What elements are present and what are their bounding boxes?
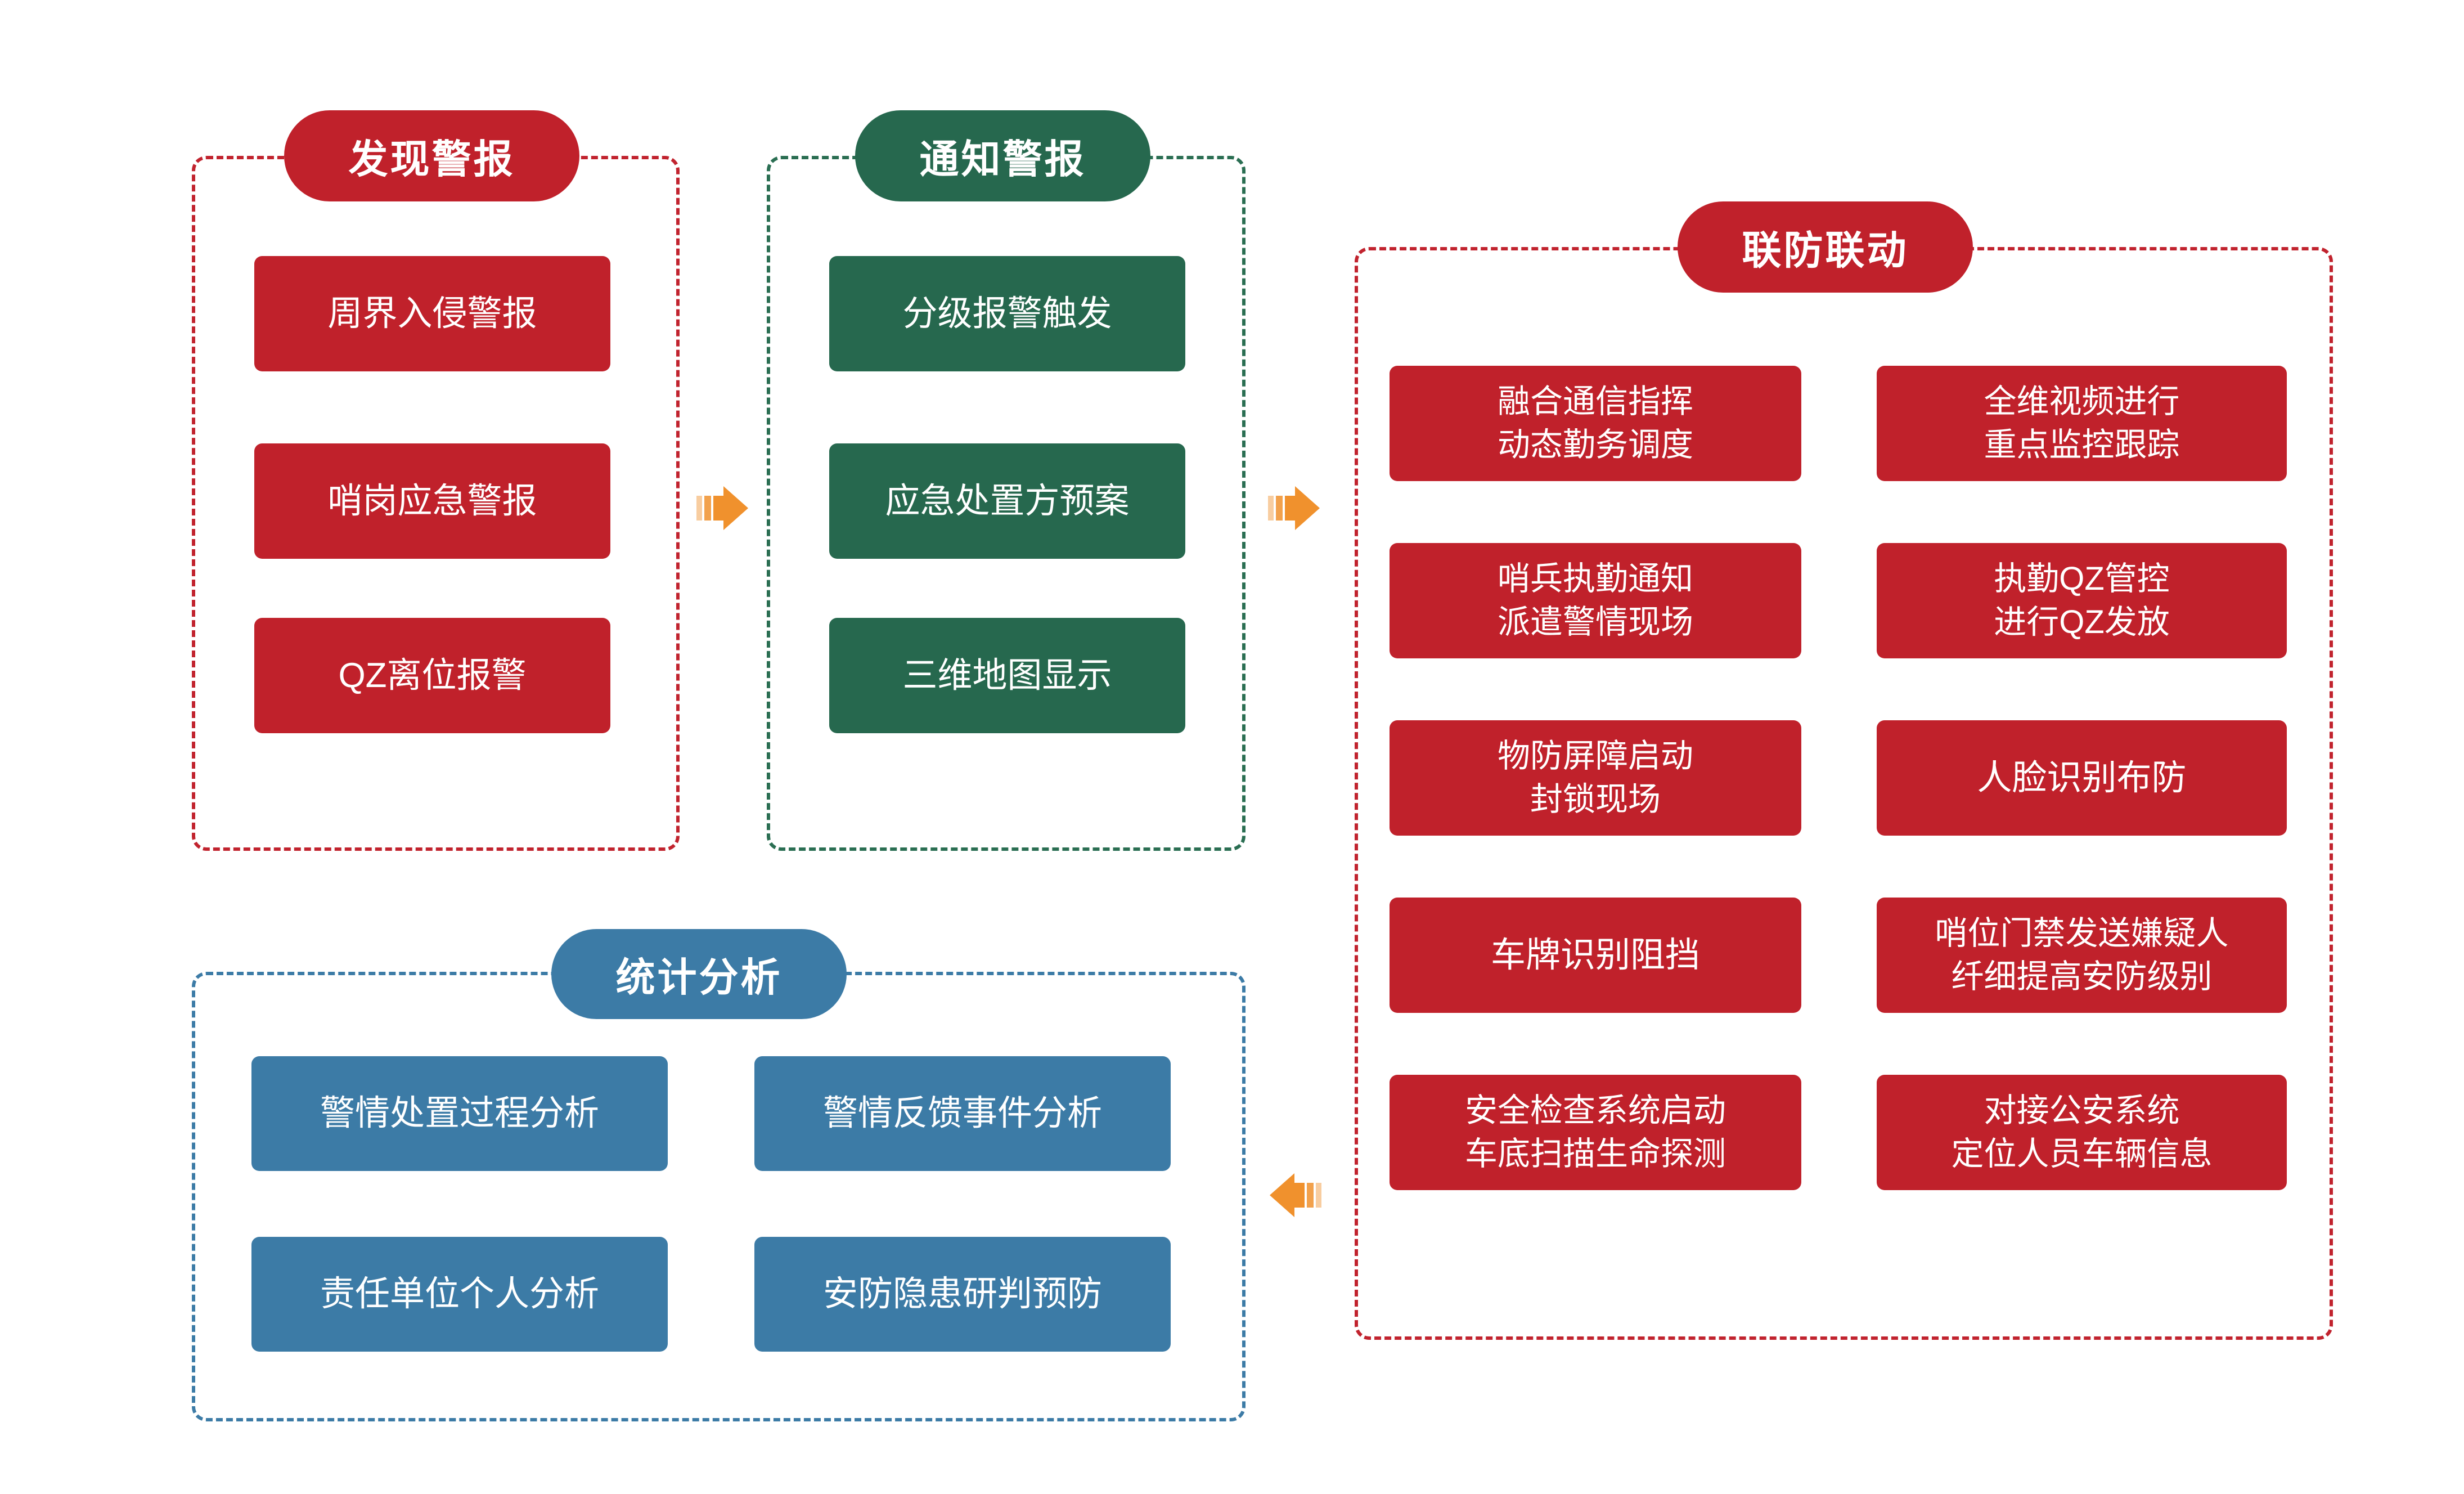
stats-section-title: 统计分析: [551, 929, 847, 1019]
linkage-item: 物防屏障启动 封锁现场: [1390, 720, 1801, 836]
discover-item: 周界入侵警报: [254, 256, 610, 371]
linkage-item: 哨位门禁发送嫌疑人 纤细提高安防级别: [1877, 898, 2287, 1013]
discover-section-title: 发现警报: [284, 110, 579, 201]
flow-arrow-right-icon: [1268, 486, 1320, 530]
notify-section-title: 通知警报: [855, 110, 1150, 201]
stats-section-frame: [192, 972, 1246, 1421]
linkage-item: 执勤QZ管控 进行QZ发放: [1877, 543, 2287, 658]
stats-item: 警情反馈事件分析: [754, 1056, 1171, 1171]
linkage-item: 车牌识别阻挡: [1390, 898, 1801, 1013]
notify-item: 分级报警触发: [829, 256, 1185, 371]
notify-item: 应急处置方预案: [829, 443, 1185, 559]
linkage-item: 对接公安系统 定位人员车辆信息: [1877, 1075, 2287, 1190]
discover-item: QZ离位报警: [254, 618, 610, 733]
stats-item: 安防隐患研判预防: [754, 1237, 1171, 1352]
linkage-item: 融合通信指挥 动态勤务调度: [1390, 366, 1801, 481]
linkage-item: 人脸识别布防: [1877, 720, 2287, 836]
stats-item: 责任单位个人分析: [251, 1237, 668, 1352]
flow-arrow-left-icon: [1270, 1173, 1321, 1217]
stats-item: 警情处置过程分析: [251, 1056, 668, 1171]
linkage-item: 全维视频进行 重点监控跟踪: [1877, 366, 2287, 481]
linkage-item: 安全检查系统启动 车底扫描生命探测: [1390, 1075, 1801, 1190]
flow-arrow-right-icon: [696, 486, 748, 530]
linkage-section-title: 联防联动: [1678, 201, 1973, 293]
discover-item: 哨岗应急警报: [254, 443, 610, 559]
notify-item: 三维地图显示: [829, 618, 1185, 733]
linkage-item: 哨兵执勤通知 派遣警情现场: [1390, 543, 1801, 658]
